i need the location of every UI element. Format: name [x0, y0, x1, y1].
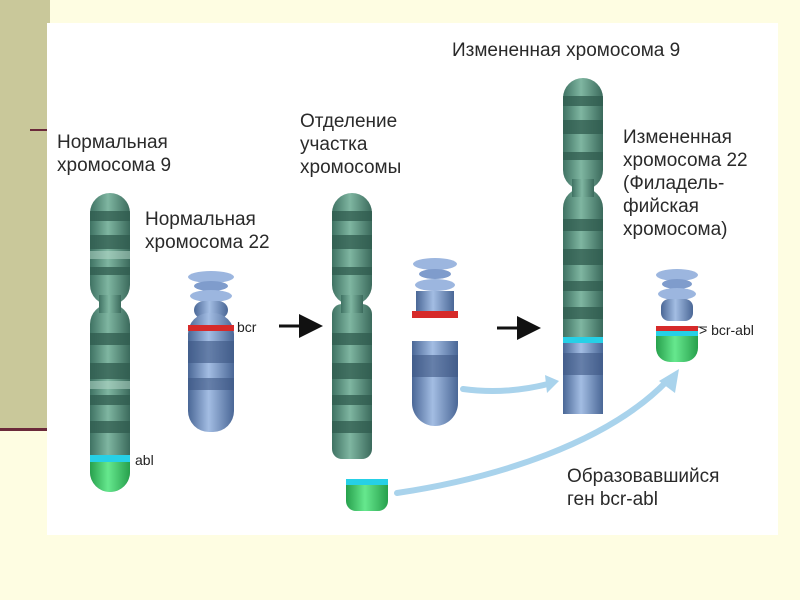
transfer-arrow-abl-to-ph	[394, 378, 670, 496]
decorative-side-band	[0, 0, 50, 430]
diagram-panel: Нормальная хромосома 9 Нормальная хромос…	[47, 23, 778, 535]
decorative-rule-top	[30, 129, 50, 131]
label-altered-chromosome-9: Измененная хромосома 9	[452, 40, 681, 61]
bcr-band	[188, 325, 234, 331]
label-normal-chromosome-9: Нормальная хромосома 9	[57, 132, 172, 176]
decorative-rule-bottom	[0, 428, 50, 431]
tag-bcr: bcr	[237, 319, 257, 335]
abl-fragment	[346, 479, 388, 511]
chr22-lower-fragment	[412, 341, 458, 426]
label-new-gene: Образовавшийся ген bcr-abl	[567, 466, 720, 510]
transfer-arrow-chr22-to-chr9	[460, 380, 555, 394]
tag-bcr-abl: > bcr-abl	[699, 322, 754, 338]
label-separation: Отделение участка хромосомы	[300, 111, 402, 178]
normal-chromosome-22	[188, 271, 234, 432]
abl-band	[90, 455, 130, 462]
philadelphia-chromosome	[656, 269, 698, 362]
chromosome-diagram	[90, 78, 707, 511]
label-philadelphia-chromosome: Измененная хромосома 22 (Филадель- фийск…	[623, 127, 748, 240]
tag-abl: abl	[135, 452, 154, 468]
separated-chromosome-22	[412, 258, 458, 426]
normal-chromosome-9	[90, 193, 130, 492]
separated-chromosome-9	[332, 193, 388, 511]
label-normal-chromosome-22: Нормальная хромосома 22	[145, 209, 270, 253]
altered-chromosome-9	[563, 78, 603, 414]
